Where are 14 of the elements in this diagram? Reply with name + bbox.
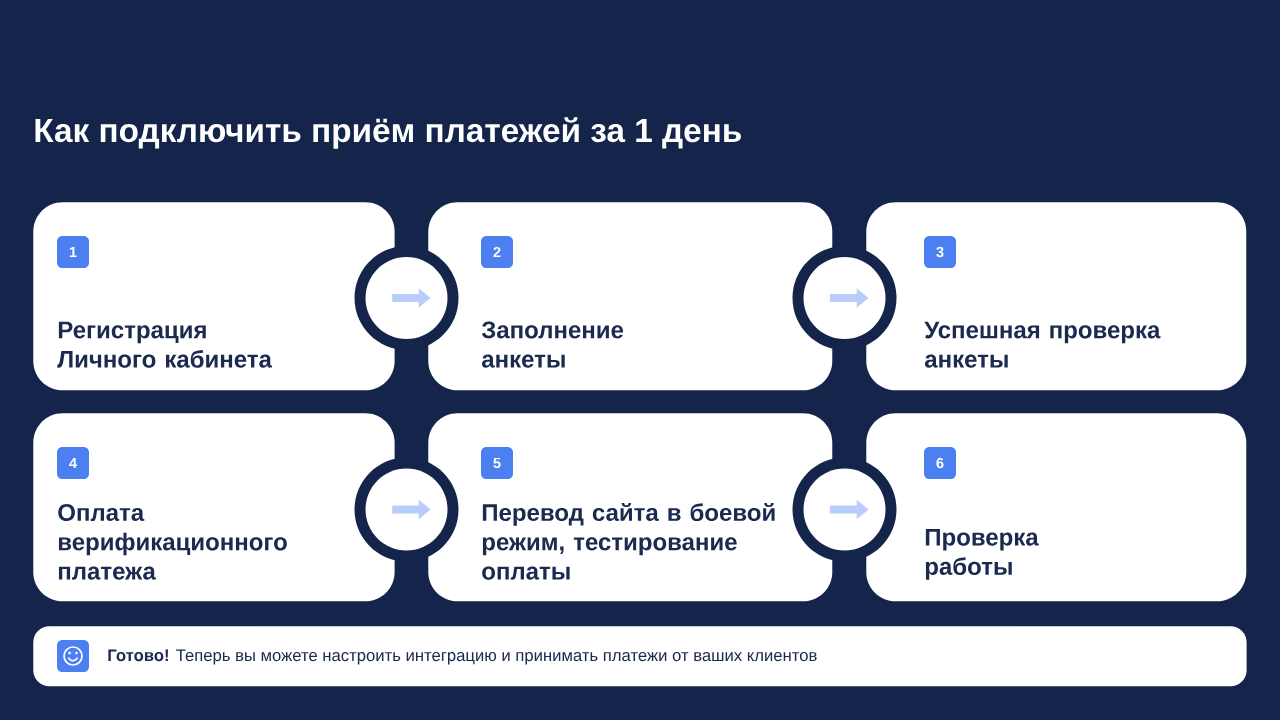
number-badge: 5 [481,447,513,479]
result-text: Готово! Теперь вы можете настроить интеграцию и принимать платежи от ваших клиентов [108,649,817,665]
number-badge: 4 [57,447,89,479]
step-title: Проверка работы [925,528,1039,580]
title: Как подключить приём платежей за 1 день [35,117,741,149]
number-badge: 3 [924,236,956,268]
step-title: Успешная проверка анкеты [924,321,1161,368]
step-title: Регистрация Личного кабинета [57,321,273,368]
number-badge: 1 [57,236,89,268]
step-title: Заполнение анкеты [481,321,624,368]
number-badge: 2 [481,236,513,268]
step-title: Оплата верификационного платежа [58,504,287,580]
step-title: Перевод сайта в боевой режим, тестирование оплаты [482,502,775,580]
number-badge: 6 [924,447,956,479]
